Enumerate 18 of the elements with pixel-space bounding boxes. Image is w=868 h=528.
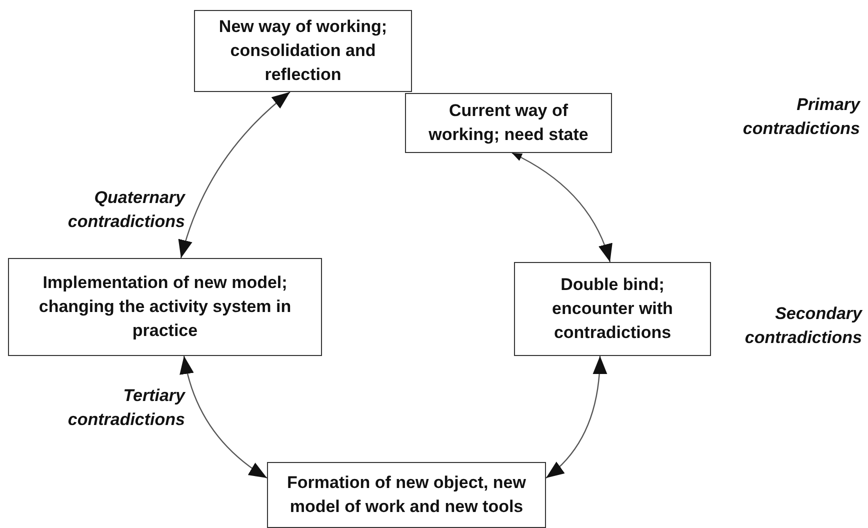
process-box [8,258,322,356]
process-box [267,462,546,528]
process-box [514,262,711,356]
box-text: Current way of working; need state [428,100,590,146]
process-box [194,10,412,92]
annotation-label: Quaternary contradictions [66,187,185,233]
process-box [405,93,612,153]
box-text: New way of working; consolidation and reflection [218,16,388,86]
annotation-label: Tertiary contradictions [66,385,185,431]
annotation-label: Secondary contradictions [744,303,862,349]
curved-arrow [180,356,268,478]
box-text: Formation of new object, new model of work and new tools [286,472,527,518]
curved-arrow [512,152,612,262]
annotation-label: Primary contradictions [742,94,860,140]
curved-arrow [546,356,607,478]
box-text: Implementation of new model; changing the activity system in practice [38,272,292,342]
curved-arrow [178,92,290,258]
box-text: Double bind; encounter with contradictions [551,274,674,344]
